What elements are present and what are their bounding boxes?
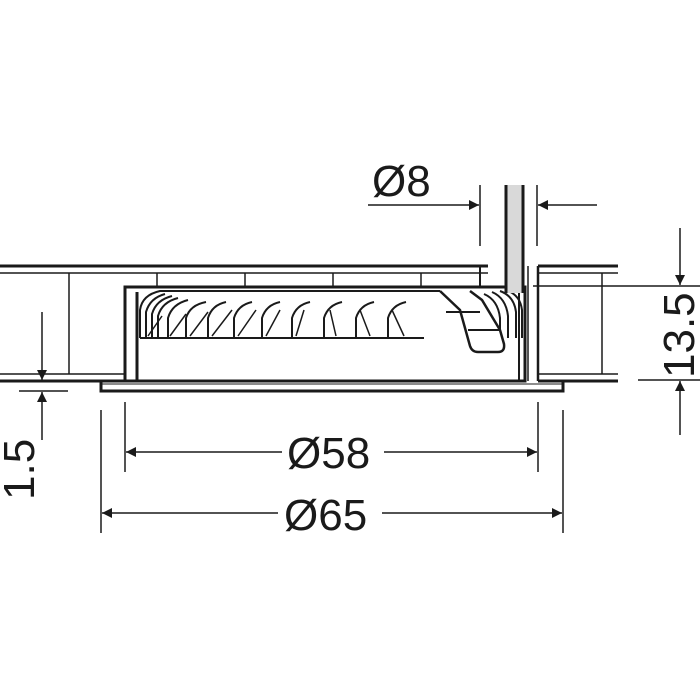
dim-cutout-diameter (124, 402, 539, 472)
cable-clip (439, 290, 506, 354)
cable (504, 185, 525, 293)
label-height: 13.5 (655, 292, 700, 378)
panel-board (0, 264, 618, 383)
label-cutout-diameter: Ø58 (287, 429, 370, 478)
dim-flange-diameter (100, 410, 564, 533)
label-flange-thickness: 1.5 (0, 439, 44, 500)
light-housing (99, 266, 565, 393)
dim-flange-thickness (19, 312, 68, 440)
label-cable-diameter: Ø8 (372, 157, 431, 206)
dim-height (533, 228, 700, 435)
heatsink-fins (139, 289, 523, 339)
dim-cable-diameter (368, 185, 597, 246)
label-flange-diameter: Ø65 (284, 491, 367, 540)
